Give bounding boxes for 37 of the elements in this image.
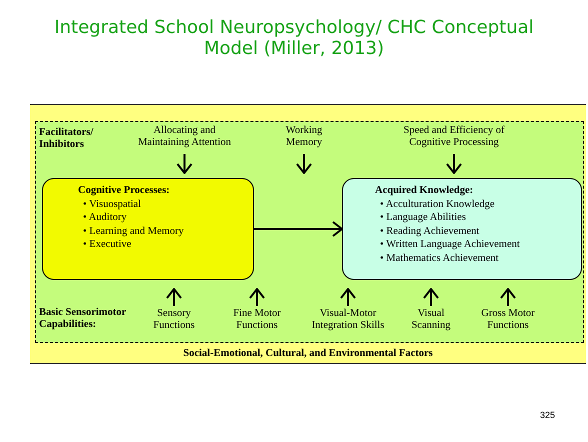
factor-label: Speed and Efficiency of Cognitive Processing	[384, 125, 524, 151]
outer-band	[30, 104, 586, 364]
footer-heading: Social-Emotional, Cultural, and Environmental Factors	[182, 348, 434, 360]
capability-label: Sensory Functions	[144, 308, 204, 334]
bullet-item: • Reading Achievement	[380, 226, 480, 238]
arrow	[296, 154, 312, 174]
row-heading: Facilitators/ Inhibitors	[39, 127, 94, 152]
arrow	[176, 154, 192, 174]
process-box	[42, 178, 254, 280]
arrow	[423, 288, 439, 306]
factor-label: Working Memory	[281, 125, 327, 151]
bullet-item: • Auditory	[83, 212, 127, 224]
box-heading: Cognitive Processes:	[78, 185, 170, 198]
arrow	[254, 221, 343, 237]
knowledge-box	[342, 178, 582, 280]
capability-label: Fine Motor Functions	[227, 308, 287, 334]
arrow	[340, 288, 356, 306]
arrow	[500, 288, 516, 306]
bullet-item: • Learning and Memory	[83, 226, 184, 238]
factor-label: Allocating and Maintaining Attention	[127, 125, 242, 151]
bullet-item: • Executive	[83, 239, 132, 252]
row-heading: Basic Sensorimotor Capabilities:	[39, 307, 128, 332]
bullet-item: • Language Abilities	[380, 212, 466, 224]
box-heading: Acquired Knowledge:	[375, 185, 474, 198]
bullet-item: • Written Language Achievement	[380, 239, 520, 252]
dashed-panel	[35, 121, 584, 343]
arrow	[249, 288, 265, 306]
bullet-item: • Acculturation Knowledge	[380, 198, 494, 211]
arrow	[166, 288, 182, 306]
bullet-item: • Mathematics Achievement	[380, 252, 499, 265]
page-number: 325	[540, 410, 556, 420]
arrow	[446, 154, 462, 174]
title: Integrated School Neuropsychology/ CHC Conceptual Model (Miller, 2013)	[53, 18, 535, 60]
capability-label: Gross Motor Functions	[472, 308, 544, 334]
bullet-item: • Visuospatial	[83, 198, 141, 211]
capability-label: Visual Scanning	[406, 308, 456, 334]
capability-label: Visual-Motor Integration Skills	[302, 308, 394, 334]
